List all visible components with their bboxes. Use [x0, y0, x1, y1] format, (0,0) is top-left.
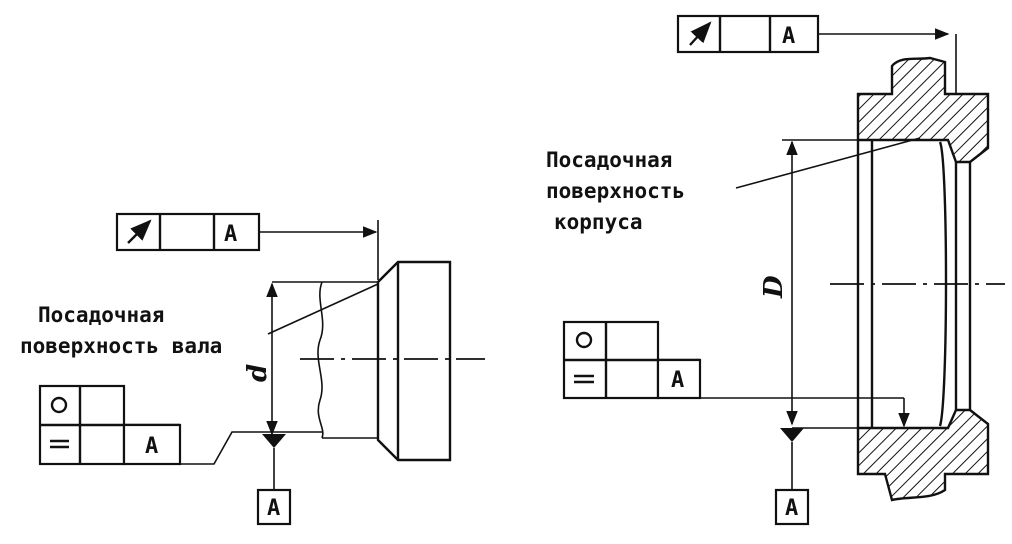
form-frame-left: A: [38, 384, 182, 466]
datum-ref-a: A: [145, 434, 158, 459]
longitudinal-profile-icon: [574, 374, 594, 384]
label-fitting-surface-line2: поверхность вала: [20, 334, 222, 358]
datum-ref-a: A: [782, 24, 795, 49]
datum-box-a: A: [267, 496, 280, 521]
circular-runout-icon: [127, 219, 152, 244]
datum-ref-a: A: [224, 222, 237, 247]
label-fitting-surface-line1: Посадочная: [38, 303, 164, 327]
dimension-D: D: [759, 275, 789, 299]
roundness-icon: [575, 331, 593, 349]
form-frame-right: A: [562, 320, 702, 400]
datum-ref-a: A: [671, 368, 684, 393]
longitudinal-profile-icon: [50, 439, 69, 449]
label-fitting-surface-line3: корпуса: [554, 210, 643, 234]
label-fitting-surface-line1: Посадочная: [546, 148, 672, 172]
housing-view: A D Посадочная поверхность корпуса: [546, 14, 1005, 526]
shaft-view: A d Посадочная поверхность вала: [20, 212, 485, 526]
roundness-icon: [50, 396, 68, 414]
runout-frame-left: A: [115, 212, 261, 252]
dimension-d: d: [243, 364, 273, 382]
label-fitting-surface-line2: поверхность: [546, 179, 685, 203]
housing-body: [830, 56, 1005, 502]
datum-box-a: A: [785, 496, 798, 521]
shaft-body: [300, 260, 485, 462]
runout-frame-right: A: [676, 14, 820, 54]
circular-runout-icon: [689, 21, 712, 46]
